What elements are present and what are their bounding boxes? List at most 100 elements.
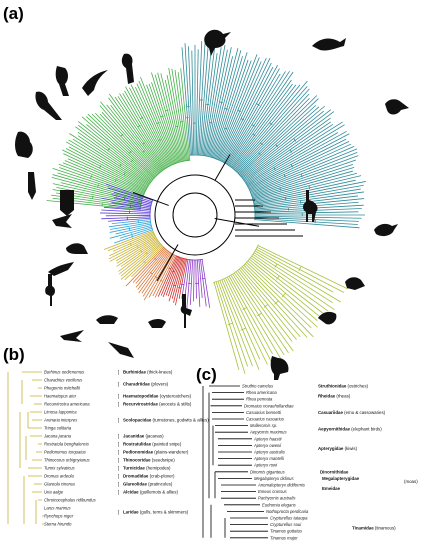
internal-arc xyxy=(252,133,256,136)
tip-branch xyxy=(247,260,318,322)
tip-branch xyxy=(130,84,172,166)
tip-branch xyxy=(225,73,281,164)
tip-branch xyxy=(221,279,260,370)
tip-branch xyxy=(62,149,146,192)
taxon-label: Apteryx australis xyxy=(253,450,286,455)
internal-arc xyxy=(269,122,273,126)
tip-branch xyxy=(198,43,206,156)
tip-branch xyxy=(99,113,158,176)
tip-branch xyxy=(216,54,258,160)
tip-branch xyxy=(77,124,152,182)
taxon-label: Haematopus ater xyxy=(44,394,77,399)
internal-arc xyxy=(114,179,117,182)
internal-arc xyxy=(145,251,148,255)
tip-branch xyxy=(188,46,194,156)
family-label: Rostratulidae (painted snipe) xyxy=(123,442,182,447)
internal-arc xyxy=(143,260,146,264)
chicken-silhouette xyxy=(270,356,289,380)
gull-silhouette xyxy=(48,262,74,276)
clade-sector xyxy=(125,246,177,301)
internal-arc xyxy=(251,124,255,127)
internal-arc xyxy=(227,322,233,326)
taxon-label: Tinamus major xyxy=(270,535,298,540)
family-label: Haematopodidae (oystercatchers) xyxy=(123,394,192,399)
tip-branch xyxy=(91,113,157,177)
taxon-label: Tringa solitaria xyxy=(44,426,72,431)
taxon-label: Phegornis mitchellii xyxy=(44,386,81,391)
flying-bird-silhouette xyxy=(312,38,346,51)
taxon-label: Casuarius bennetti xyxy=(246,410,282,415)
internal-arc xyxy=(107,147,110,151)
tip-branch xyxy=(125,247,164,287)
tip-branch xyxy=(180,68,191,161)
crow-silhouette xyxy=(204,29,231,56)
tip-branch xyxy=(249,145,355,192)
tip-branch xyxy=(157,255,177,297)
tip-branch xyxy=(118,241,160,272)
tip-branch xyxy=(253,175,362,202)
tip-branch xyxy=(215,60,252,159)
family-label: Casuariidae (emu & cassowaries) xyxy=(318,410,386,415)
clade-arc xyxy=(189,154,256,221)
tip-branch xyxy=(239,106,320,176)
tip-branch xyxy=(252,166,355,199)
tern-silhouette xyxy=(60,330,84,342)
tip-branch xyxy=(100,212,151,215)
tip-branch xyxy=(255,248,334,293)
tip-branch xyxy=(151,72,180,163)
tip-branch xyxy=(77,135,150,185)
taxon-label: Crypturellus soui xyxy=(270,522,302,527)
pigeon-silhouette xyxy=(66,243,88,254)
tip-branch xyxy=(122,93,168,168)
taxon-label: Casuarius casuarius xyxy=(246,417,285,422)
tip-branch xyxy=(220,57,271,162)
tip-branch xyxy=(138,251,169,294)
tip-branch xyxy=(249,143,352,191)
backbone-ring xyxy=(172,192,218,238)
internal-arc xyxy=(293,138,297,142)
tip-branch xyxy=(85,116,155,179)
internal-arc xyxy=(123,196,126,201)
tip-branch xyxy=(251,155,359,195)
tip-branch xyxy=(165,257,181,296)
internal-arc xyxy=(274,263,278,268)
internal-arc xyxy=(149,271,153,275)
tip-branch xyxy=(68,146,147,190)
family-bracket: ] xyxy=(118,394,119,399)
internal-arc xyxy=(129,242,132,246)
internal-arc xyxy=(289,149,293,153)
taxon-label: Apteryx mantelli xyxy=(253,456,285,461)
taxon-label: Rhea americana xyxy=(246,390,277,395)
internal-arc xyxy=(178,287,182,289)
tip-branch xyxy=(222,66,274,163)
tip-branch xyxy=(181,259,189,299)
taxon-label: Arenaria interpres xyxy=(43,418,78,423)
family-bracket: ] xyxy=(118,450,119,455)
clade-sector xyxy=(180,258,211,310)
family-bracket: ] xyxy=(118,418,119,423)
tip-branch xyxy=(244,123,334,183)
tip-branch xyxy=(146,84,177,164)
tip-branch xyxy=(240,267,301,337)
tip-branch xyxy=(200,259,207,307)
internal-arc xyxy=(129,150,132,154)
tip-branch xyxy=(109,236,156,262)
tip-branch xyxy=(77,131,151,184)
tip-branch xyxy=(108,217,151,222)
tip-branch xyxy=(241,266,308,338)
internal-arc xyxy=(257,312,262,317)
panel-c-families: Struthionidae (ostriches)Rheidae (rheas)… xyxy=(318,384,418,531)
tip-branch xyxy=(131,246,164,278)
tip-branch xyxy=(116,237,157,262)
tip-branch xyxy=(223,64,279,163)
tip-branch xyxy=(201,41,216,156)
internal-arc xyxy=(156,122,160,125)
taxon-label: Apteryx owenii xyxy=(253,443,282,448)
internal-arc xyxy=(240,118,245,121)
family-bracket: ] xyxy=(118,490,119,495)
family-label: Emeidae xyxy=(322,486,341,491)
tip-branch xyxy=(138,80,175,165)
tip-branch xyxy=(246,124,345,185)
tip-branch xyxy=(219,280,253,367)
tip-branch xyxy=(247,130,347,187)
